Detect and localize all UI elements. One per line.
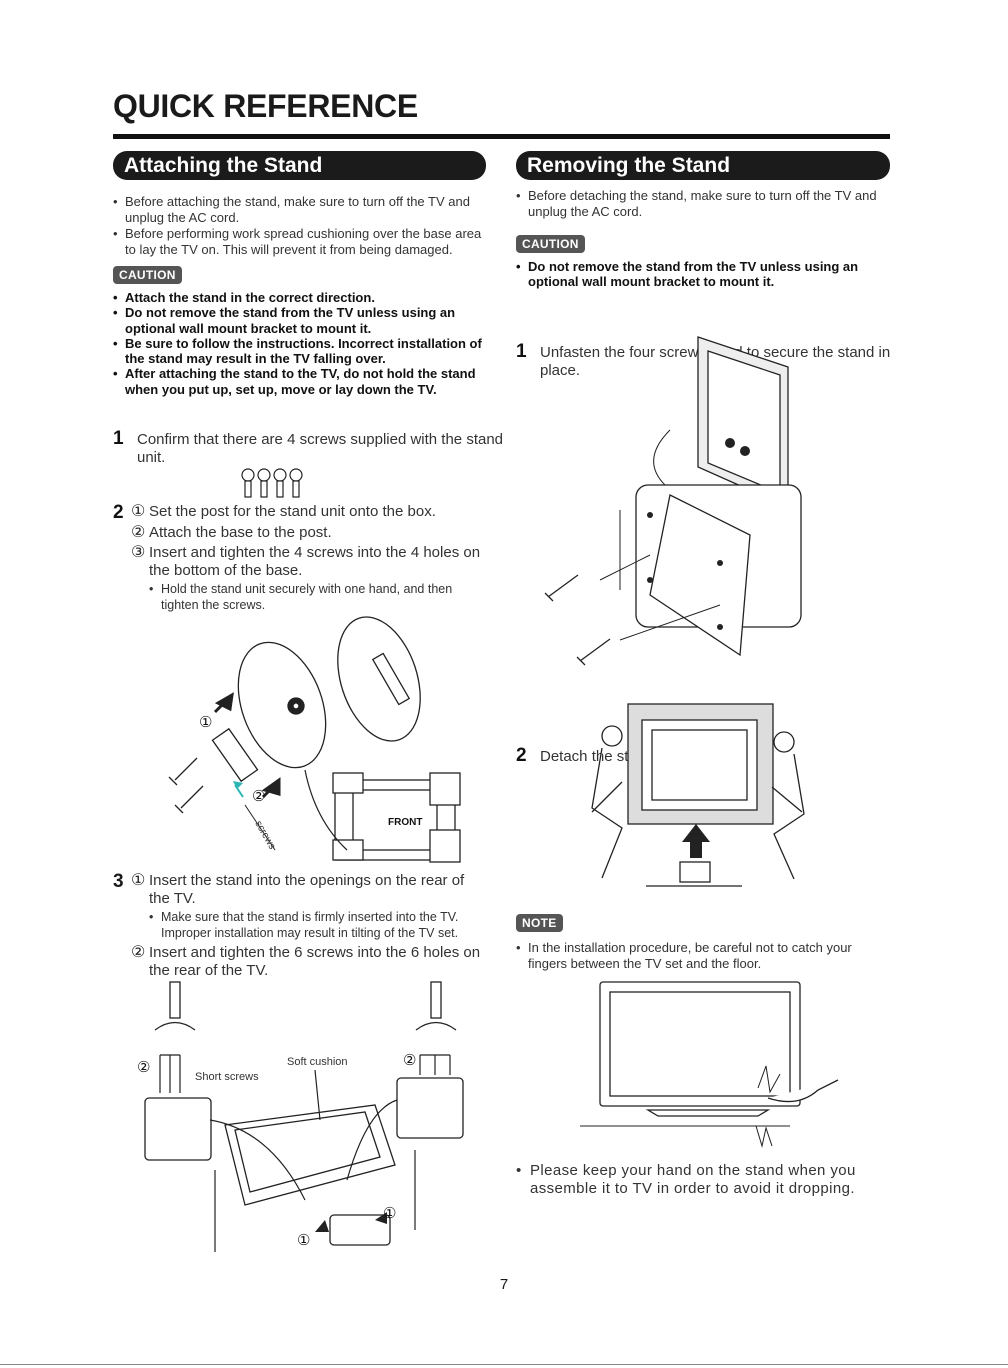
removing-header: Removing the Stand — [516, 151, 890, 180]
step-marker: ③ — [131, 544, 146, 561]
removing-cautions: Do not remove the stand from the TV unle… — [516, 259, 890, 290]
removing-note-section: NOTE In the installation procedure, be c… — [516, 914, 890, 972]
title-rule — [113, 134, 890, 139]
caution-badge: CAUTION — [516, 235, 585, 253]
attaching-header: Attaching the Stand — [113, 151, 486, 180]
list-item: Before performing work spread cushioning… — [113, 226, 486, 258]
figure-label: ② — [403, 1052, 416, 1069]
stand-assembly-illustration: ① ② screws FRONT — [168, 616, 461, 863]
final-note: Please keep your hand on the stand when … — [516, 1162, 896, 1198]
step-text: Insert and tighten the 4 screws into the… — [149, 544, 481, 579]
list-item: Attach the stand in the correct directio… — [113, 290, 486, 306]
step-number: 2 — [113, 502, 124, 523]
step-number: 1 — [516, 341, 527, 362]
list-item: Be sure to follow the instructions. Inco… — [113, 336, 486, 367]
attaching-section: Attaching the Stand Before attaching the… — [113, 151, 486, 397]
figure-label: Soft cushion — [287, 1056, 348, 1068]
step-marker: ② — [131, 523, 146, 541]
list-item: In the installation procedure, be carefu… — [516, 940, 890, 972]
attaching-bullets: Before attaching the stand, make sure to… — [113, 194, 486, 258]
attach-step-1: 1 Confirm that there are 4 screws suppli… — [113, 428, 507, 466]
figure-label: ① — [383, 1205, 396, 1222]
figure-label: Short screws — [195, 1071, 259, 1083]
step-text: Insert and tighten the 6 screws into the… — [149, 944, 481, 979]
tv-rear-illustration: ② Short screws Soft cushion ② ① ① — [137, 981, 464, 1252]
step-note: Hold the stand unit securely with one ha… — [149, 582, 488, 613]
figure-label: ① — [297, 1232, 310, 1249]
step-text: Insert the stand into the openings on th… — [149, 872, 465, 907]
bottom-rule — [0, 1364, 1008, 1365]
attaching-cautions: Attach the stand in the correct directio… — [113, 290, 486, 397]
unscrew-illustration — [544, 336, 802, 666]
screws-illustration — [241, 468, 303, 498]
step-text: Confirm that there are 4 screws supplied… — [137, 431, 504, 466]
finger-warning-illustration — [580, 981, 839, 1148]
removing-notes: In the installation procedure, be carefu… — [516, 940, 890, 972]
page-number: 7 — [499, 1276, 509, 1293]
final-note-text: Please keep your hand on the stand when … — [516, 1162, 896, 1198]
step-text: Set the post for the stand unit onto the… — [149, 503, 436, 520]
list-item: Do not remove the stand from the TV unle… — [113, 305, 486, 336]
step-number: 1 — [113, 428, 124, 449]
figure-label: screws — [252, 819, 277, 851]
step-text: Attach the base to the post. — [149, 523, 332, 541]
caution-badge: CAUTION — [113, 266, 182, 284]
step-note: Make sure that the stand is firmly inser… — [149, 910, 488, 941]
list-item: Before detaching the stand, make sure to… — [516, 188, 890, 220]
removing-section: Removing the Stand Before detaching the … — [516, 151, 890, 290]
list-item: Before attaching the stand, make sure to… — [113, 194, 486, 226]
page-title: QUICK REFERENCE — [113, 88, 418, 124]
figure-label: ① — [199, 714, 212, 731]
figure-label: ② — [252, 788, 265, 805]
list-item: After attaching the stand to the TV, do … — [113, 366, 486, 397]
removing-bullets: Before detaching the stand, make sure to… — [516, 188, 890, 220]
step-number: 2 — [516, 745, 527, 766]
figure-label: ② — [137, 1059, 150, 1076]
step-marker: ② — [131, 944, 146, 961]
list-item: Do not remove the stand from the TV unle… — [516, 259, 890, 290]
step-marker: ① — [131, 872, 146, 889]
step-marker: ① — [131, 503, 146, 520]
figure-label: FRONT — [388, 817, 422, 828]
lift-tv-illustration — [591, 703, 805, 887]
step-number: 3 — [113, 871, 124, 892]
note-badge: NOTE — [516, 914, 563, 932]
